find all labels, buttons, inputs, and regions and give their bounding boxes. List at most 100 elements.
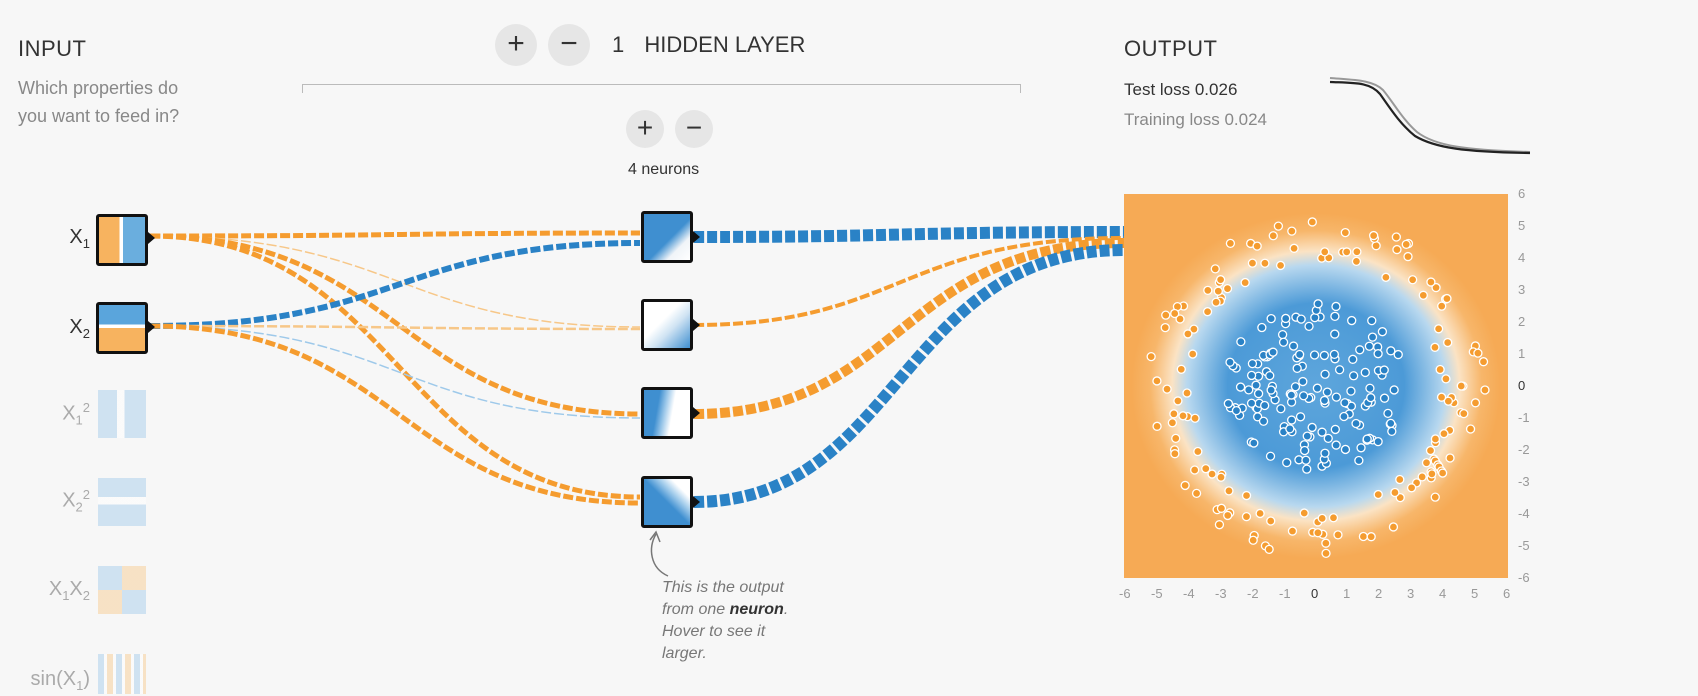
- link-x2-n1[interactable]: [149, 240, 641, 329]
- data-point: [1362, 434, 1372, 444]
- x-tick-label: -4: [1183, 586, 1195, 601]
- feature-x1x2[interactable]: [98, 566, 146, 614]
- feature-x1-arrow: [148, 232, 155, 244]
- data-point: [1388, 522, 1399, 532]
- layer-bracket: [302, 84, 1021, 93]
- feature-x1[interactable]: [96, 214, 148, 266]
- data-point: [1356, 443, 1366, 453]
- callout-line2: from one neuron.: [662, 601, 789, 618]
- link-x1-n1[interactable]: [149, 230, 641, 239]
- data-point: [1301, 455, 1311, 465]
- data-point: [1214, 520, 1225, 530]
- hidden-layer-heading: 1 HIDDEN LAYER: [612, 32, 805, 58]
- data-point: [1278, 337, 1289, 347]
- callout-line3: Hover to see it: [662, 623, 766, 640]
- link-x1-n3[interactable]: [149, 233, 641, 417]
- data-point: [1173, 396, 1183, 406]
- data-point: [1309, 350, 1320, 360]
- data-point: [1418, 290, 1428, 300]
- data-point: [1377, 327, 1388, 337]
- data-point: [1266, 516, 1276, 526]
- data-point: [1180, 480, 1190, 491]
- feature-label-x1x2: X1X2: [48, 578, 90, 603]
- remove-layer-button[interactable]: −: [548, 24, 590, 66]
- y-tick-label: -4: [1518, 506, 1530, 521]
- feature-x2[interactable]: [96, 302, 148, 354]
- neuron-2[interactable]: [641, 299, 693, 351]
- data-point: [1470, 398, 1481, 408]
- add-neuron-button[interactable]: +: [626, 110, 664, 148]
- data-point: [1331, 392, 1342, 402]
- x-tick-label: 0: [1311, 586, 1319, 601]
- add-layer-button[interactable]: +: [495, 24, 537, 66]
- data-point: [1264, 544, 1274, 554]
- link-x1-n2[interactable]: [149, 235, 641, 328]
- data-point: [1273, 221, 1284, 231]
- output-heatmap[interactable]: [1124, 194, 1508, 578]
- link-n2-out[interactable]: [693, 236, 1125, 327]
- neuron-3-arrow: [693, 407, 700, 419]
- data-point: [1202, 307, 1213, 317]
- data-point: [1146, 351, 1156, 362]
- hidden-layer-title: HIDDEN LAYER: [644, 32, 806, 57]
- loss-curve: [1329, 77, 1531, 155]
- neuron-4[interactable]: [641, 476, 693, 528]
- data-point: [1236, 337, 1246, 347]
- x-tick-label: 1: [1343, 586, 1351, 601]
- data-point: [1216, 472, 1226, 482]
- data-point: [1286, 390, 1297, 400]
- data-point: [1320, 448, 1330, 458]
- data-point: [1241, 490, 1252, 501]
- link-n3-out[interactable]: [693, 238, 1125, 419]
- data-point: [1426, 277, 1436, 287]
- data-point: [1299, 445, 1310, 456]
- data-point: [1189, 324, 1199, 334]
- data-point: [1351, 256, 1362, 267]
- feature-label-x2: X2: [69, 316, 90, 341]
- data-point: [1358, 531, 1369, 542]
- data-point: [1435, 364, 1445, 375]
- data-point: [1252, 241, 1262, 251]
- data-point: [1321, 548, 1331, 559]
- data-point: [1223, 398, 1234, 409]
- data-point: [1437, 301, 1447, 311]
- link-x1-n4[interactable]: [149, 233, 641, 500]
- data-point: [1268, 347, 1278, 357]
- data-point: [1288, 341, 1299, 351]
- neuron-1[interactable]: [641, 211, 693, 263]
- data-point: [1313, 528, 1323, 538]
- link-n1-out[interactable]: [693, 226, 1125, 243]
- data-point: [1393, 349, 1403, 360]
- data-point: [1285, 424, 1295, 434]
- data-point: [1257, 322, 1267, 333]
- data-point: [1395, 474, 1405, 485]
- y-tick-label: 3: [1518, 282, 1526, 297]
- data-point: [1391, 232, 1402, 242]
- y-tick-label: -5: [1518, 538, 1530, 553]
- feature-x2-squared[interactable]: [98, 478, 146, 526]
- data-point: [1373, 489, 1383, 500]
- feature-sin-x1[interactable]: [98, 654, 146, 694]
- data-point: [1386, 418, 1396, 429]
- data-point: [1182, 388, 1192, 398]
- data-point: [1287, 526, 1298, 536]
- neuron-4-arrow: [693, 496, 700, 508]
- neurons-count-label: 4 neurons: [628, 161, 700, 178]
- link-x2-n3[interactable]: [149, 325, 641, 419]
- data-point: [1340, 227, 1350, 238]
- neuron-3[interactable]: [641, 387, 693, 439]
- link-x2-n2[interactable]: [149, 324, 641, 331]
- data-point: [1355, 345, 1365, 355]
- link-x2-n4[interactable]: [149, 323, 641, 506]
- data-point: [1442, 293, 1452, 304]
- data-point: [1152, 421, 1162, 431]
- remove-neuron-button[interactable]: −: [675, 110, 713, 148]
- neuron-1-arrow: [693, 231, 700, 243]
- data-point: [1248, 535, 1258, 545]
- data-point: [1246, 370, 1257, 381]
- link-n4-out[interactable]: [693, 244, 1125, 508]
- data-point: [1473, 348, 1483, 358]
- data-point: [1240, 277, 1250, 288]
- feature-x1-squared[interactable]: [98, 390, 146, 438]
